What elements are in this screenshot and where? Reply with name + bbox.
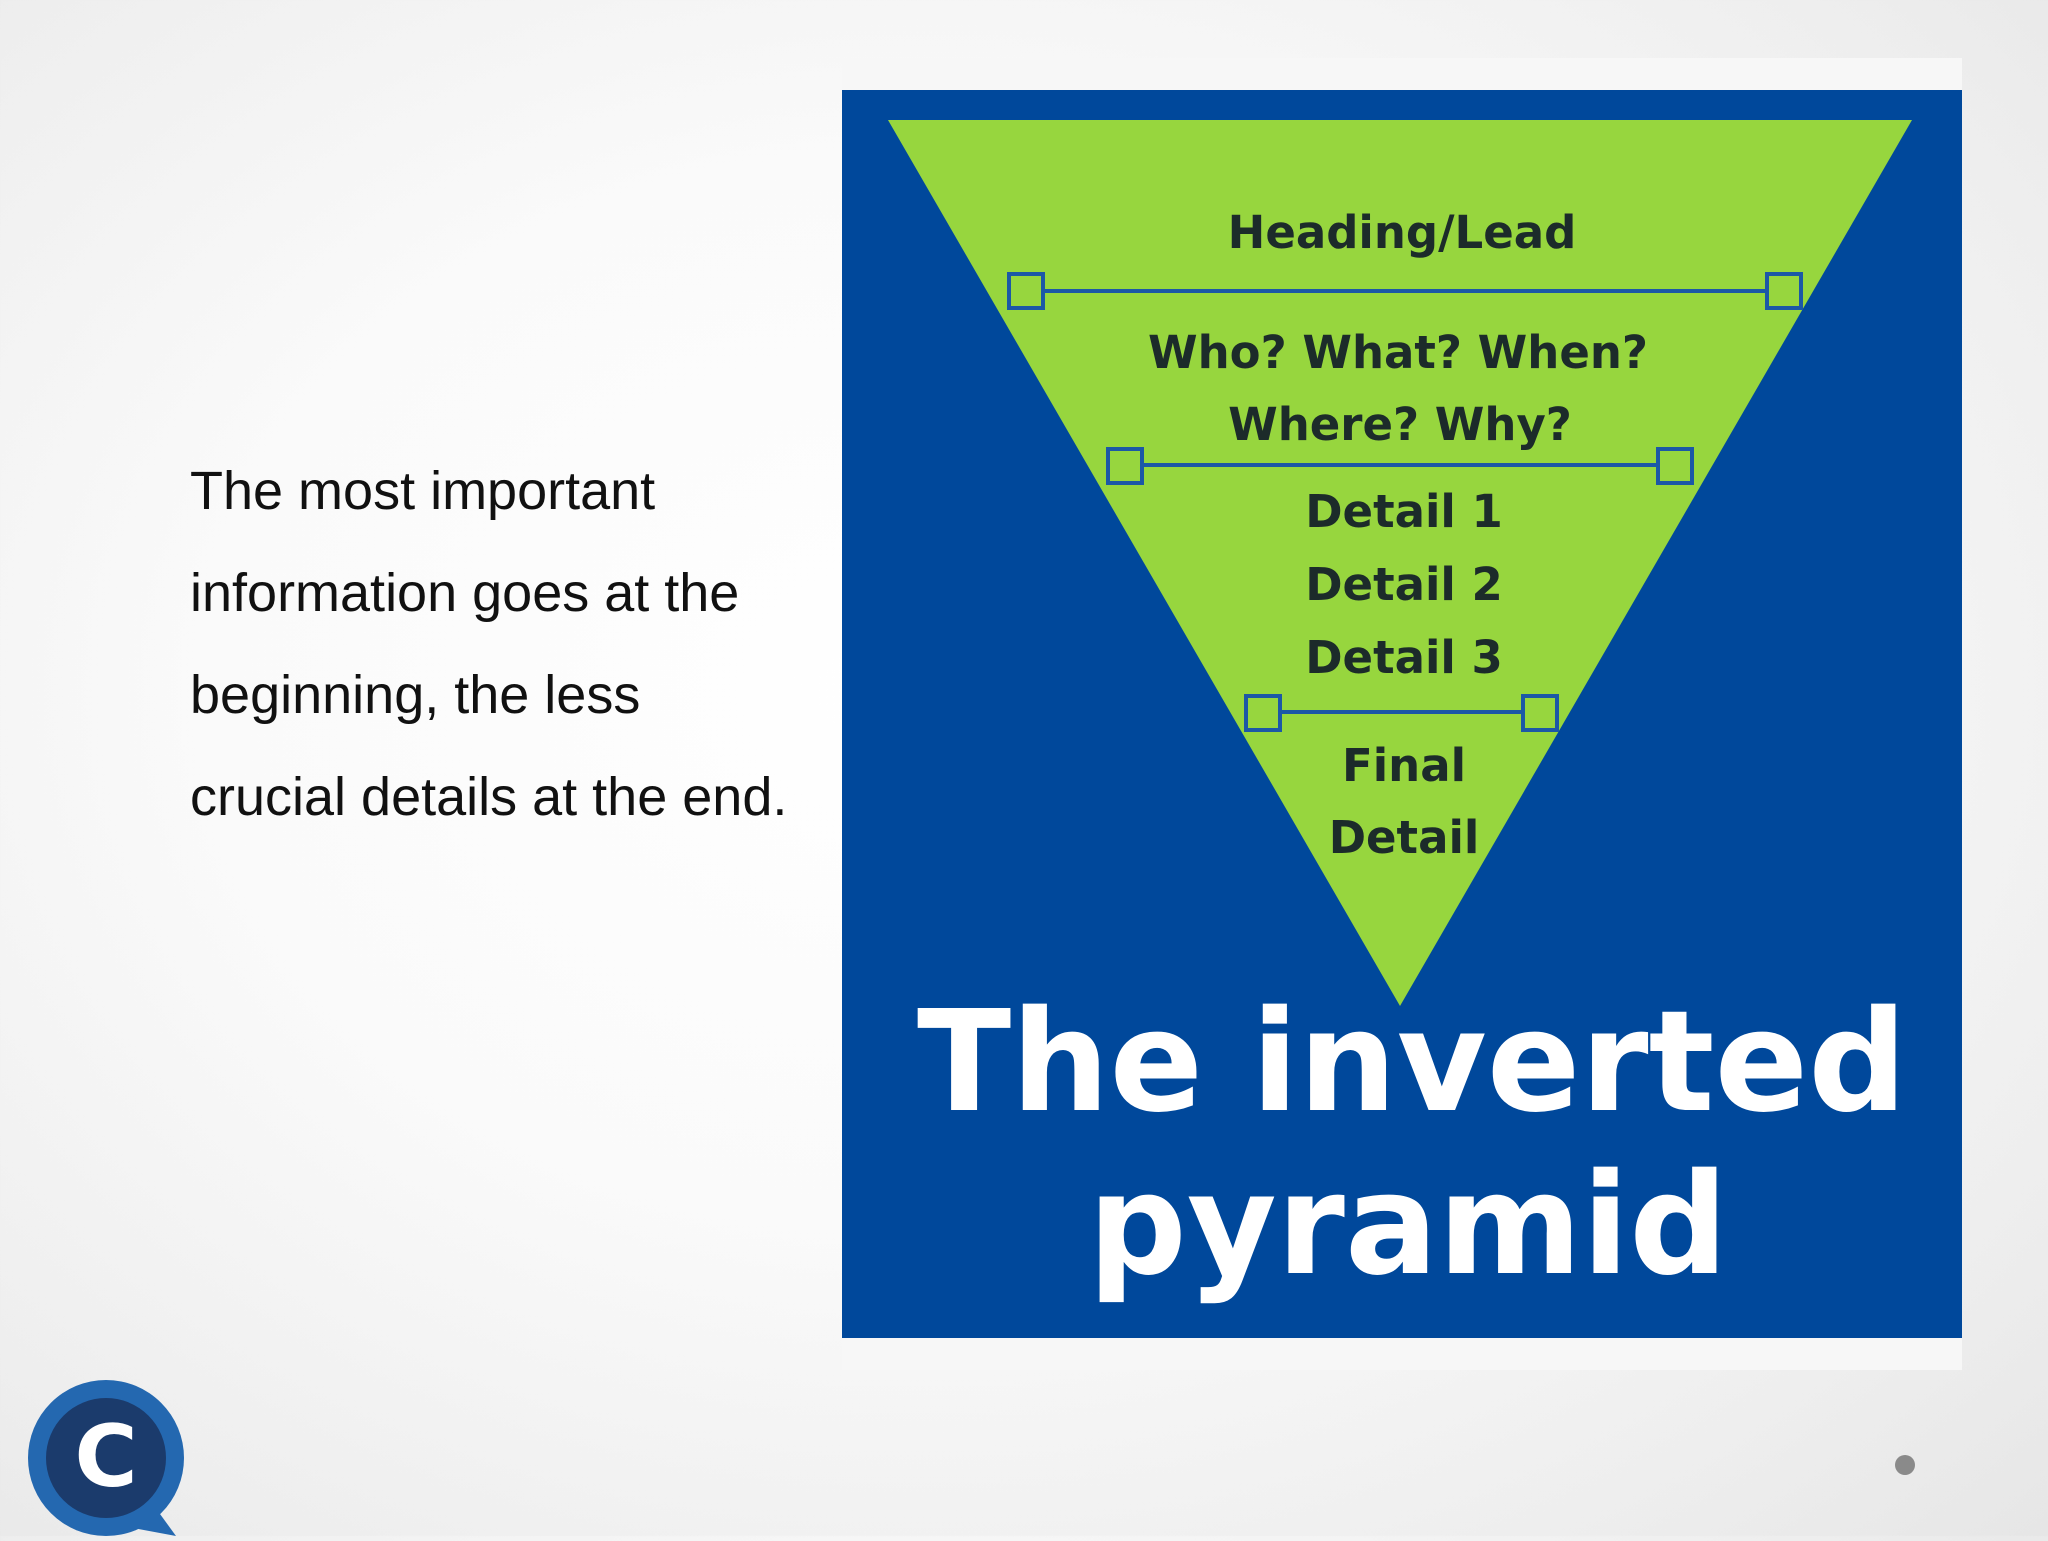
body-line-3: beginning, the less — [190, 665, 641, 725]
section-final-detail-line-1: Final — [1342, 739, 1466, 792]
logo-letter: C — [74, 1407, 137, 1507]
section-detail-1: Detail 1 — [1305, 485, 1503, 538]
pyramid-title-line-1: The inverted — [917, 981, 1907, 1144]
divider-1 — [1007, 272, 1803, 310]
inverted-pyramid-diagram: Heading/Lead Who? What? When? Where? Why… — [842, 90, 1962, 1338]
c-chat-bubble-logo-icon: C — [26, 1380, 186, 1536]
body-line-4: crucial details at the end. — [190, 767, 788, 827]
divider-2-left-handle — [1106, 447, 1144, 485]
logo-graphic: C — [28, 1380, 184, 1536]
divider-3-right-handle — [1521, 694, 1559, 732]
body-line-1: The most important — [190, 461, 656, 521]
section-five-ws-line-1: Who? What? When? — [1148, 326, 1648, 379]
body-line-2: information goes at the — [190, 563, 740, 623]
divider-1-left-handle — [1007, 272, 1045, 310]
pyramid-title-line-2: pyramid — [1088, 1144, 1728, 1307]
slide-body-text: The most important information goes at t… — [190, 440, 850, 848]
logo-inner-circle — [46, 1398, 166, 1518]
pyramid-triangle — [888, 120, 1912, 1006]
section-final-detail-line-2: Detail — [1329, 811, 1480, 864]
section-detail-3: Detail 3 — [1305, 631, 1503, 684]
divider-3 — [1244, 694, 1559, 732]
divider-3-left-handle — [1244, 694, 1282, 732]
divider-2 — [1106, 447, 1694, 485]
section-heading-lead: Heading/Lead — [1228, 206, 1577, 259]
section-five-ws-line-2: Where? Why? — [1228, 398, 1572, 451]
inverted-pyramid-figure: Heading/Lead Who? What? When? Where? Why… — [842, 90, 1962, 1338]
divider-1-right-handle — [1765, 272, 1803, 310]
section-detail-2: Detail 2 — [1305, 558, 1503, 611]
dot-icon — [1895, 1455, 1915, 1475]
divider-2-right-handle — [1656, 447, 1694, 485]
